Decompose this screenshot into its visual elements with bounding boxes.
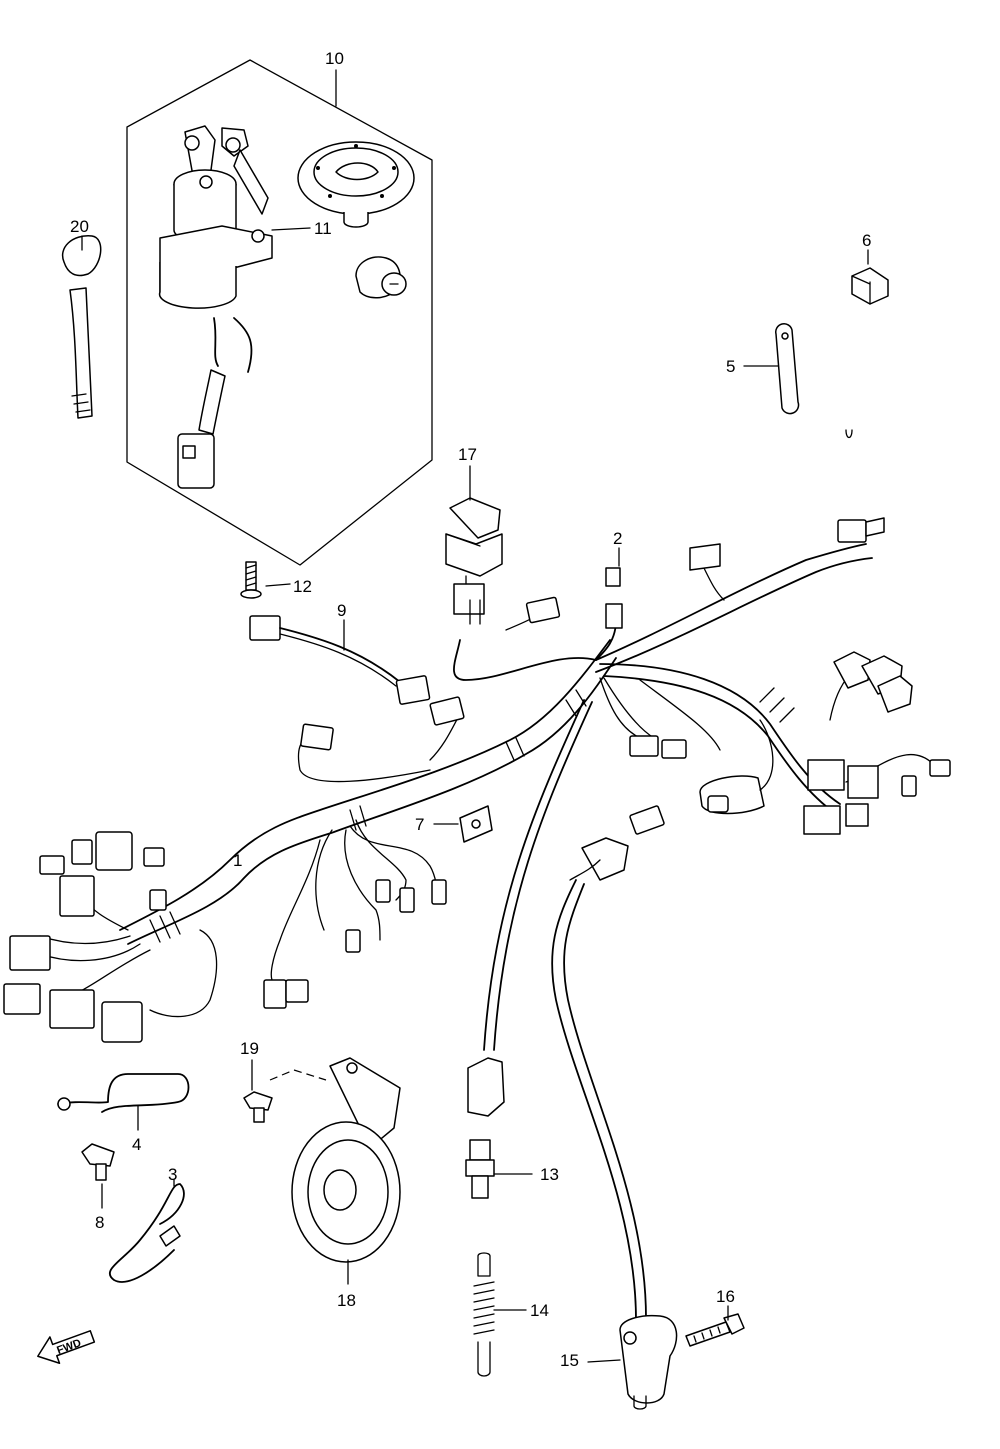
harness-clamp-part <box>459 805 493 843</box>
callout-17: 17 <box>458 445 477 464</box>
callout-15: 15 <box>560 1351 579 1370</box>
callout-1: 1 <box>233 851 242 870</box>
sub-harness-part <box>249 615 431 705</box>
horn-bolt-part <box>243 1069 327 1123</box>
callout-12: 12 <box>293 577 312 596</box>
wire-guide-part <box>57 1073 190 1113</box>
callout-10: 10 <box>325 49 344 68</box>
callout-5: 5 <box>726 357 735 376</box>
bracket-part <box>775 323 853 439</box>
callout-6: 6 <box>862 231 871 250</box>
callout-3: 3 <box>168 1165 177 1184</box>
main-wiring-harness-part <box>3 517 951 1321</box>
seat-lock-cylinder-part <box>355 256 407 299</box>
callout-13: 13 <box>540 1165 559 1184</box>
callout-8: 8 <box>95 1213 104 1232</box>
callout-16: 16 <box>716 1287 735 1306</box>
spare-key-part <box>61 235 102 419</box>
callout-14: 14 <box>530 1301 549 1320</box>
neutral-switch-part <box>465 1057 505 1199</box>
ignition-lock-set-box <box>126 59 433 566</box>
callout-4: 4 <box>132 1135 141 1154</box>
fuel-cap-part <box>297 141 415 228</box>
callout-7: 7 <box>415 815 424 834</box>
leader-lines <box>81 227 869 1363</box>
starter-relay-part <box>445 497 503 615</box>
sensor-part <box>619 1314 678 1410</box>
callout-20: 20 <box>70 217 89 236</box>
bolt-part <box>81 1143 115 1181</box>
callout-9: 9 <box>337 601 346 620</box>
horn-part <box>291 1057 401 1263</box>
spring-switch-part <box>473 1252 495 1377</box>
screw-part <box>240 561 262 599</box>
callout-19: 19 <box>240 1039 259 1058</box>
forward-arrow-icon: FWD <box>37 1330 96 1365</box>
fwd-label: FWD <box>55 1337 83 1357</box>
callout-2: 2 <box>613 529 622 548</box>
sensor-bolt-part <box>685 1313 745 1347</box>
callout-11: 11 <box>314 219 332 238</box>
callout-18: 18 <box>337 1291 356 1310</box>
relay-part <box>851 267 889 305</box>
cable-tie-part <box>108 1183 185 1283</box>
ignition-switch-part <box>158 125 273 489</box>
